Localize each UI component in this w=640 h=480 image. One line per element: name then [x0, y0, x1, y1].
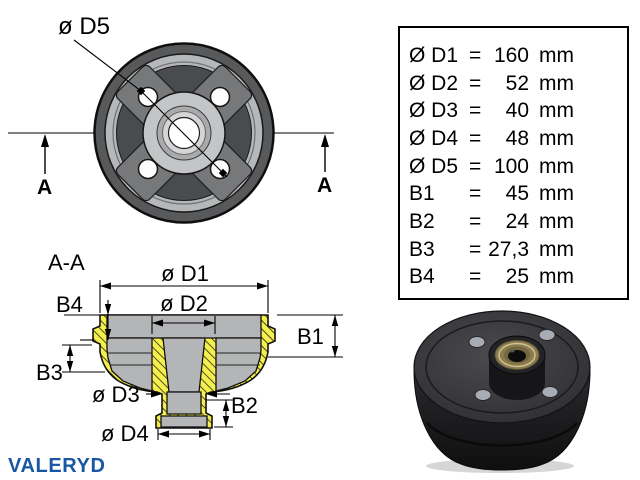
section-marker-right: A: [317, 134, 332, 197]
dim-value: 48: [505, 126, 529, 150]
dim-label-d1: ø D1: [161, 261, 209, 286]
dim-unit: mm: [539, 126, 574, 150]
dim-value: 100: [493, 154, 529, 178]
table-row-d3: Ø D3 = 40 mm: [409, 97, 627, 125]
dim-label-b4: B4: [56, 292, 83, 317]
dimension-arrowheads: [66, 282, 339, 438]
section-marker-left: A: [37, 134, 52, 199]
braking-surface-lines: [108, 352, 260, 366]
dim-value: 40: [505, 99, 529, 123]
dim-name: Ø D5: [409, 154, 459, 178]
table-row-d2: Ø D2 = 52 mm: [409, 70, 627, 98]
dim-name: Ø D1: [409, 43, 459, 67]
section-marker-right-label: A: [317, 174, 332, 197]
equals-sign: =: [469, 265, 482, 289]
dim-value: 25: [505, 265, 529, 289]
product-photo: [413, 310, 591, 473]
dim-value: 24: [505, 209, 529, 233]
d5-leader: [73, 39, 228, 178]
dim-label-b2: B2: [231, 393, 258, 418]
section-marker-left-label: A: [37, 176, 52, 199]
dim-unit: mm: [539, 71, 574, 95]
table-row-d4: Ø D4 = 48 mm: [409, 125, 627, 153]
dim-label-d4: ø D4: [101, 421, 149, 446]
valeryd-logo: VALERYD: [8, 455, 106, 477]
dim-name: B2: [409, 209, 435, 233]
dim-unit: mm: [539, 209, 574, 233]
dim-unit: mm: [539, 237, 574, 261]
dim-label-d3: ø D3: [92, 382, 140, 407]
dim-unit: mm: [539, 43, 574, 67]
bolt-hole: [209, 86, 231, 108]
equals-sign: =: [469, 99, 482, 123]
dimensions-table: Ø D1 = 160 mm Ø D2 = 52 mm Ø D3 = 40 mm …: [398, 26, 629, 300]
dim-name: Ø D2: [409, 71, 459, 95]
dim-label-d5: ø D5: [58, 13, 110, 40]
equals-sign: =: [469, 71, 482, 95]
equals-sign: =: [469, 154, 482, 178]
dim-value: 160: [493, 43, 529, 67]
table-row-b2: B2 = 24 mm: [409, 208, 627, 236]
equals-sign: =: [469, 209, 482, 233]
section-view-drawing: A-A: [36, 250, 343, 446]
dim-name: B1: [409, 182, 435, 206]
drum-lip-line: [426, 422, 578, 447]
equals-sign: =: [469, 182, 482, 206]
dim-value: 27,3: [488, 237, 529, 261]
bolt-hole-photo: [468, 336, 486, 348]
dim-label-b1: B1: [297, 324, 324, 349]
dim-name: B4: [409, 265, 435, 289]
dim-name: Ø D4: [409, 126, 459, 150]
bolt-hole-photo: [538, 329, 556, 341]
dim-unit: mm: [539, 99, 574, 123]
dim-unit: mm: [539, 182, 574, 206]
dim-unit: mm: [539, 265, 574, 289]
dim-unit: mm: [539, 154, 574, 178]
section-title: A-A: [48, 250, 85, 275]
table-row-b1: B1 = 45 mm: [409, 180, 627, 208]
equals-sign: =: [469, 237, 482, 261]
equals-sign: =: [469, 43, 482, 67]
bolt-hole-photo: [474, 389, 492, 401]
section-gray-surfaces: [106, 314, 262, 428]
table-row-d5: Ø D5 = 100 mm: [409, 153, 627, 181]
dim-name: Ø D3: [409, 99, 459, 123]
hub-with-bearing: [488, 335, 546, 400]
drum-front-view: [93, 42, 275, 224]
table-row-b3: B3 = 27,3 mm: [409, 236, 627, 264]
table-row-d1: Ø D1 = 160 mm: [409, 42, 627, 70]
front-view-drawing: ø D5 A A: [8, 13, 334, 224]
table-row-b4: B4 = 25 mm: [409, 264, 627, 292]
bolt-hole: [137, 158, 159, 180]
bolt-hole-photo: [541, 386, 559, 398]
hub-center: [142, 91, 226, 175]
dim-name: B3: [409, 237, 435, 261]
dim-label-d2: ø D2: [160, 291, 208, 316]
dim-value: 52: [505, 71, 529, 95]
dim-label-b3: B3: [36, 360, 63, 385]
axle-bore: [508, 350, 526, 362]
equals-sign: =: [469, 126, 482, 150]
dim-value: 45: [505, 182, 529, 206]
drum-face-ring: [425, 320, 579, 414]
